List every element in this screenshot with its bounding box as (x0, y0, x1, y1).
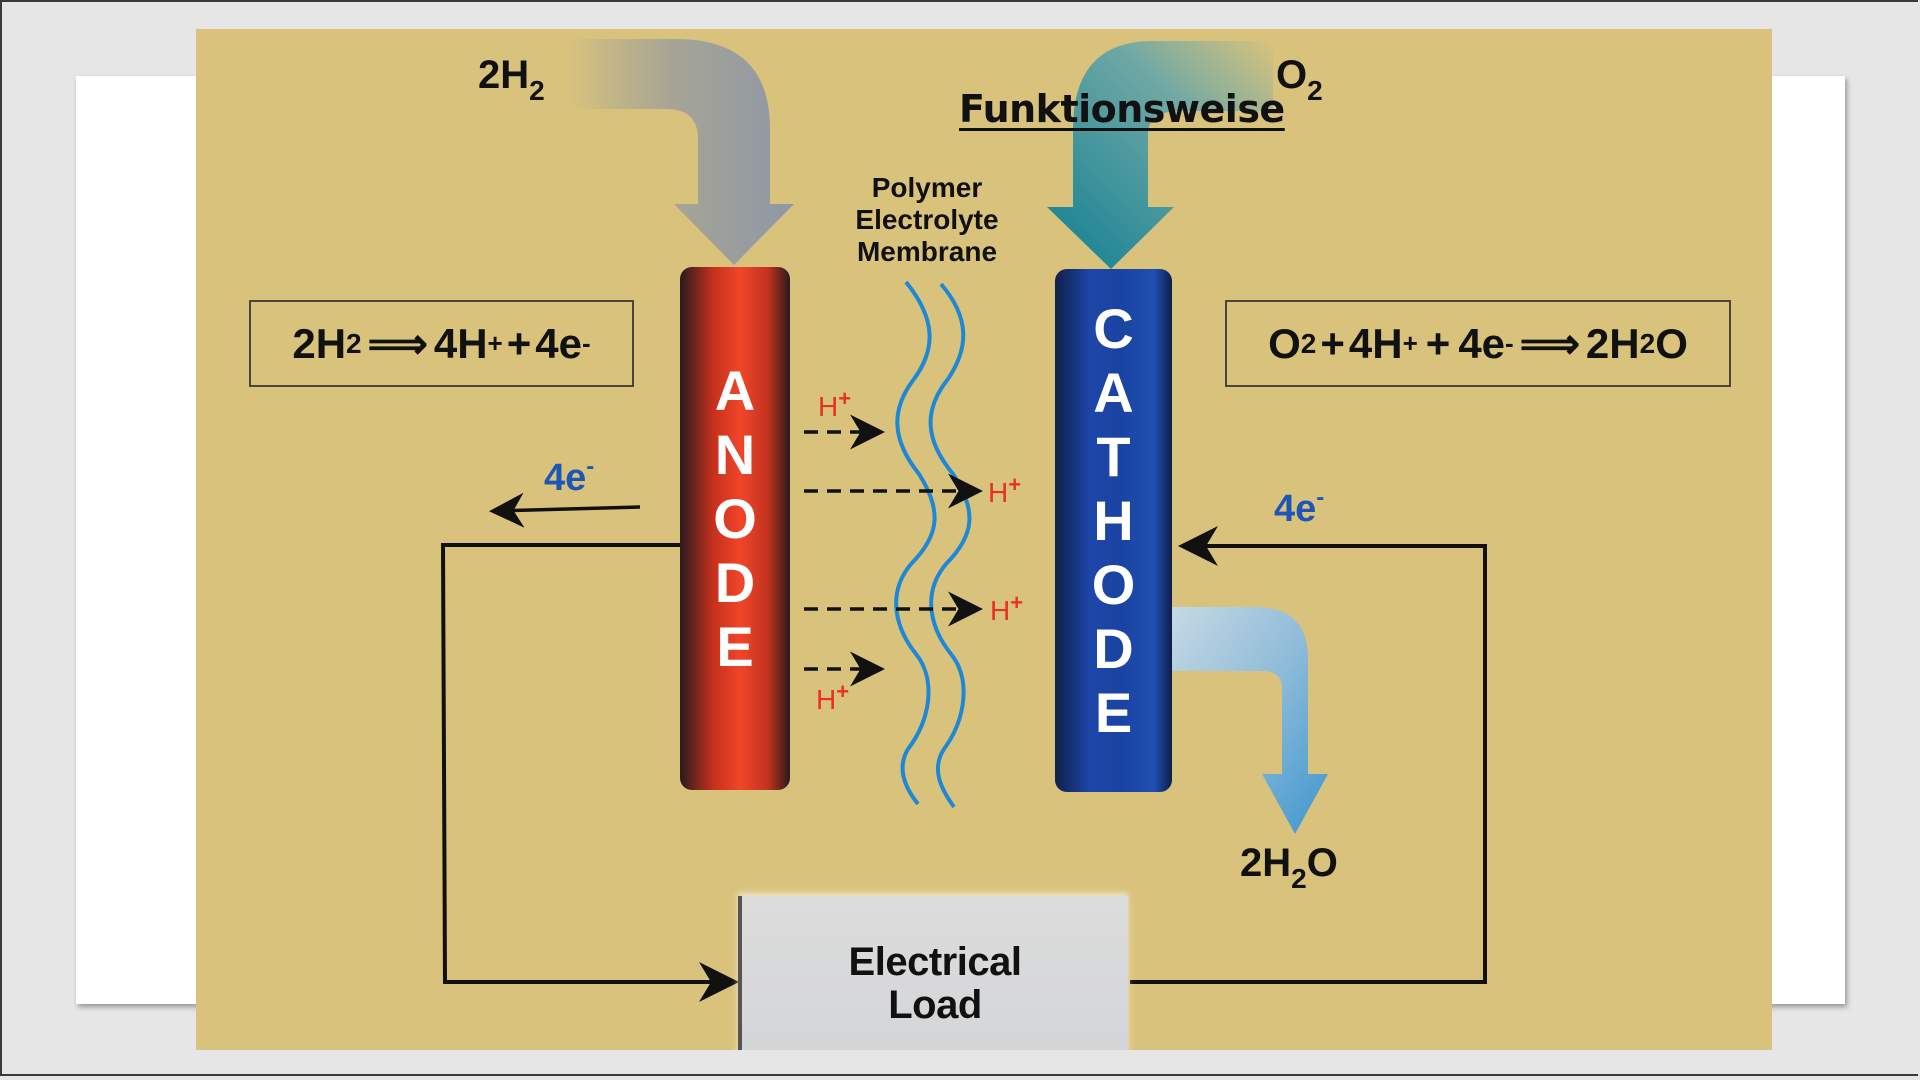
water-label-pre: 2H (1240, 841, 1292, 885)
cathode-letter: T (1096, 425, 1131, 488)
eq-term: 4H (1348, 319, 1403, 367)
hydrogen-label-main: 2H (478, 53, 530, 97)
cathode-electrode (1055, 269, 1172, 792)
anode-letter: O (713, 487, 757, 550)
eq-superscript: - (581, 328, 591, 358)
membrane-label: Polymer Electrolyte Membrane (827, 172, 1027, 268)
anode-letter: D (714, 551, 756, 614)
anode-electrode (680, 267, 790, 790)
eq-plus: + (1425, 319, 1451, 367)
load-label-line-2: Load (888, 983, 982, 1027)
hydrogen-input-label: 2H2 (478, 53, 545, 107)
water-output-arrow (1172, 607, 1328, 834)
eq-arrow: ⟹ (1519, 320, 1580, 367)
membrane-label-line-3: Membrane (856, 236, 998, 267)
cathode-letter: E (1094, 681, 1133, 744)
cathode-letter: O (1091, 553, 1136, 616)
membrane-wave-left (894, 280, 937, 806)
oxygen-input-label: O2 (1276, 53, 1323, 107)
eq-subscript: 2 (346, 327, 362, 359)
water-label-post: O (1306, 841, 1338, 885)
cathode-letter: H (1093, 489, 1134, 552)
eq-subscript: 2 (1300, 327, 1317, 359)
membrane-label-line-2: Electrolyte (855, 204, 999, 235)
cathode-letter: A (1093, 361, 1134, 424)
circuit-wire-right (1130, 526, 1487, 984)
eq-arrow: ⟹ (367, 320, 428, 367)
hydrogen-label-sub: 2 (529, 75, 545, 106)
electron-label-right: 4e- (1274, 484, 1324, 531)
eq-term: 2H (1585, 319, 1640, 367)
cathode-letter: D (1093, 617, 1134, 680)
electrical-load-label: Electrical Load (742, 941, 1128, 1027)
proton-label-charge: + (838, 386, 852, 411)
anode-letter: N (714, 423, 756, 486)
proton-label-main: H (818, 391, 839, 422)
oxygen-label-sub: 2 (1307, 75, 1323, 106)
oxygen-label-main: O (1276, 53, 1308, 97)
fuel-cell-diagram: Funktionsweise 2H2 O2 Polymer Electrolyt… (196, 29, 1772, 1050)
anode-label: A N O D E (680, 359, 790, 679)
cathode-label: C A T H O D E (1055, 297, 1172, 745)
proton-label-charge: + (1008, 472, 1022, 497)
eq-superscript: + (487, 328, 503, 358)
electrical-load-box: Electrical Load (738, 896, 1128, 1050)
proton-label-main: H (816, 684, 837, 715)
circuit-wire-left (440, 543, 739, 1002)
proton-label: H+ (816, 679, 849, 716)
proton-label-main: H (990, 595, 1011, 626)
proton-label: H+ (990, 590, 1023, 627)
load-label-line-1: Electrical (848, 940, 1022, 984)
diagram-canvas (440, 39, 1487, 1002)
proton-label-main: H (988, 477, 1009, 508)
eq-term: 4e (1458, 319, 1506, 367)
electron-flow-arrow-left (489, 492, 641, 528)
eq-subscript: 2 (1639, 327, 1656, 359)
membrane-wave-right (928, 282, 972, 809)
cathode-letter: C (1093, 297, 1134, 360)
eq-plus: + (1320, 319, 1345, 367)
electron-label-main: 4e (1274, 488, 1317, 530)
proton-label-charge: + (836, 679, 850, 704)
hydrogen-input-arrow (566, 39, 794, 265)
proton-label-charge: + (1010, 590, 1024, 615)
electron-label-left: 4e- (544, 453, 594, 500)
water-label-sub: 2 (1291, 863, 1307, 894)
membrane-label-line-1: Polymer (871, 172, 983, 203)
eq-term: 4e (535, 319, 582, 367)
anode-letter: A (714, 359, 756, 422)
oxygen-input-arrow (1047, 41, 1273, 269)
proton-label: H+ (818, 386, 851, 423)
eq-superscript: - (1505, 328, 1514, 358)
eq-term: 2H (292, 319, 347, 367)
proton-label: H+ (988, 472, 1021, 509)
eq-term: O (1655, 319, 1688, 367)
electron-label-main: 4e (544, 457, 587, 499)
slide-title: Funktionsweise (959, 87, 1285, 131)
anode-letter: E (716, 615, 754, 678)
eq-plus: + (506, 319, 532, 367)
eq-term: 4H (433, 319, 488, 367)
electron-label-charge: - (586, 453, 595, 480)
eq-term: O (1268, 319, 1301, 367)
water-output-label: 2H2O (1240, 841, 1338, 895)
eq-superscript: + (1402, 328, 1418, 358)
electron-label-charge: - (1316, 484, 1325, 511)
